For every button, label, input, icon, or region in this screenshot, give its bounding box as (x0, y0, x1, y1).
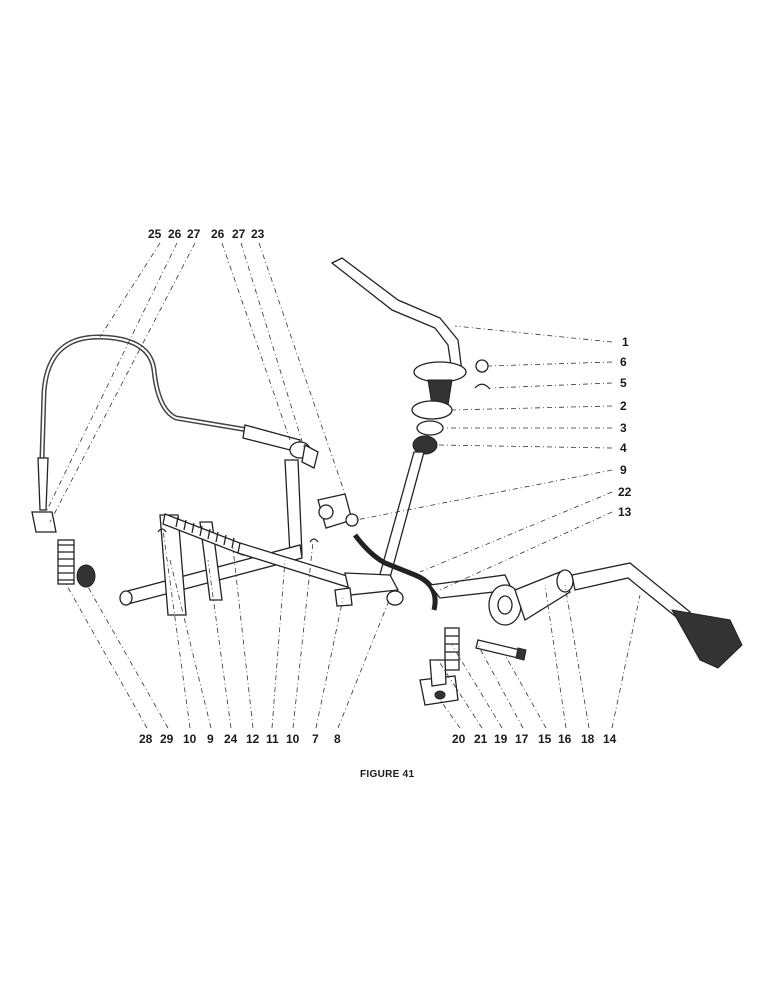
spring-28 (57, 539, 75, 585)
callout-26: 26 (168, 227, 182, 241)
leader-lines (46, 242, 641, 729)
callout-25: 25 (148, 227, 162, 241)
spring-17 (444, 627, 460, 671)
top-labels: 25 26 27 26 27 23 (148, 227, 265, 241)
callout-7: 7 (312, 732, 319, 746)
callout-17: 17 (515, 732, 529, 746)
callout-2: 2 (620, 399, 627, 413)
callout-23: 23 (251, 227, 265, 241)
callout-6: 6 (620, 355, 627, 369)
callout-28: 28 (139, 732, 153, 746)
callout-10: 10 (183, 732, 197, 746)
callout-24: 24 (224, 732, 238, 746)
callout-29: 29 (160, 732, 174, 746)
callout-26: 26 (211, 227, 225, 241)
callout-5: 5 (620, 376, 627, 390)
callout-18: 18 (581, 732, 595, 746)
callout-8: 8 (334, 732, 341, 746)
callout-16: 16 (558, 732, 572, 746)
callout-4: 4 (620, 441, 627, 455)
callout-15: 15 (538, 732, 552, 746)
figure-caption: FIGURE 41 (360, 769, 415, 780)
callout-12: 12 (246, 732, 260, 746)
mechanism-drawing (31, 257, 743, 706)
right-labels: 1 6 5 2 3 4 9 22 13 (618, 335, 632, 519)
callout-14: 14 (603, 732, 617, 746)
callout-11: 11 (266, 732, 279, 746)
callout-21: 21 (474, 732, 488, 746)
callout-27: 27 (232, 227, 246, 241)
callout-9: 9 (620, 463, 627, 477)
callout-19: 19 (494, 732, 508, 746)
callout-27: 27 (187, 227, 201, 241)
callout-13: 13 (618, 505, 632, 519)
callout-9: 9 (207, 732, 214, 746)
callout-22: 22 (618, 485, 632, 499)
callout-20: 20 (452, 732, 466, 746)
callout-10: 10 (286, 732, 300, 746)
callout-3: 3 (620, 421, 627, 435)
bottom-labels: 28 29 10 9 24 12 11 10 7 8 20 21 19 17 1… (139, 732, 617, 746)
callout-1: 1 (622, 335, 629, 349)
